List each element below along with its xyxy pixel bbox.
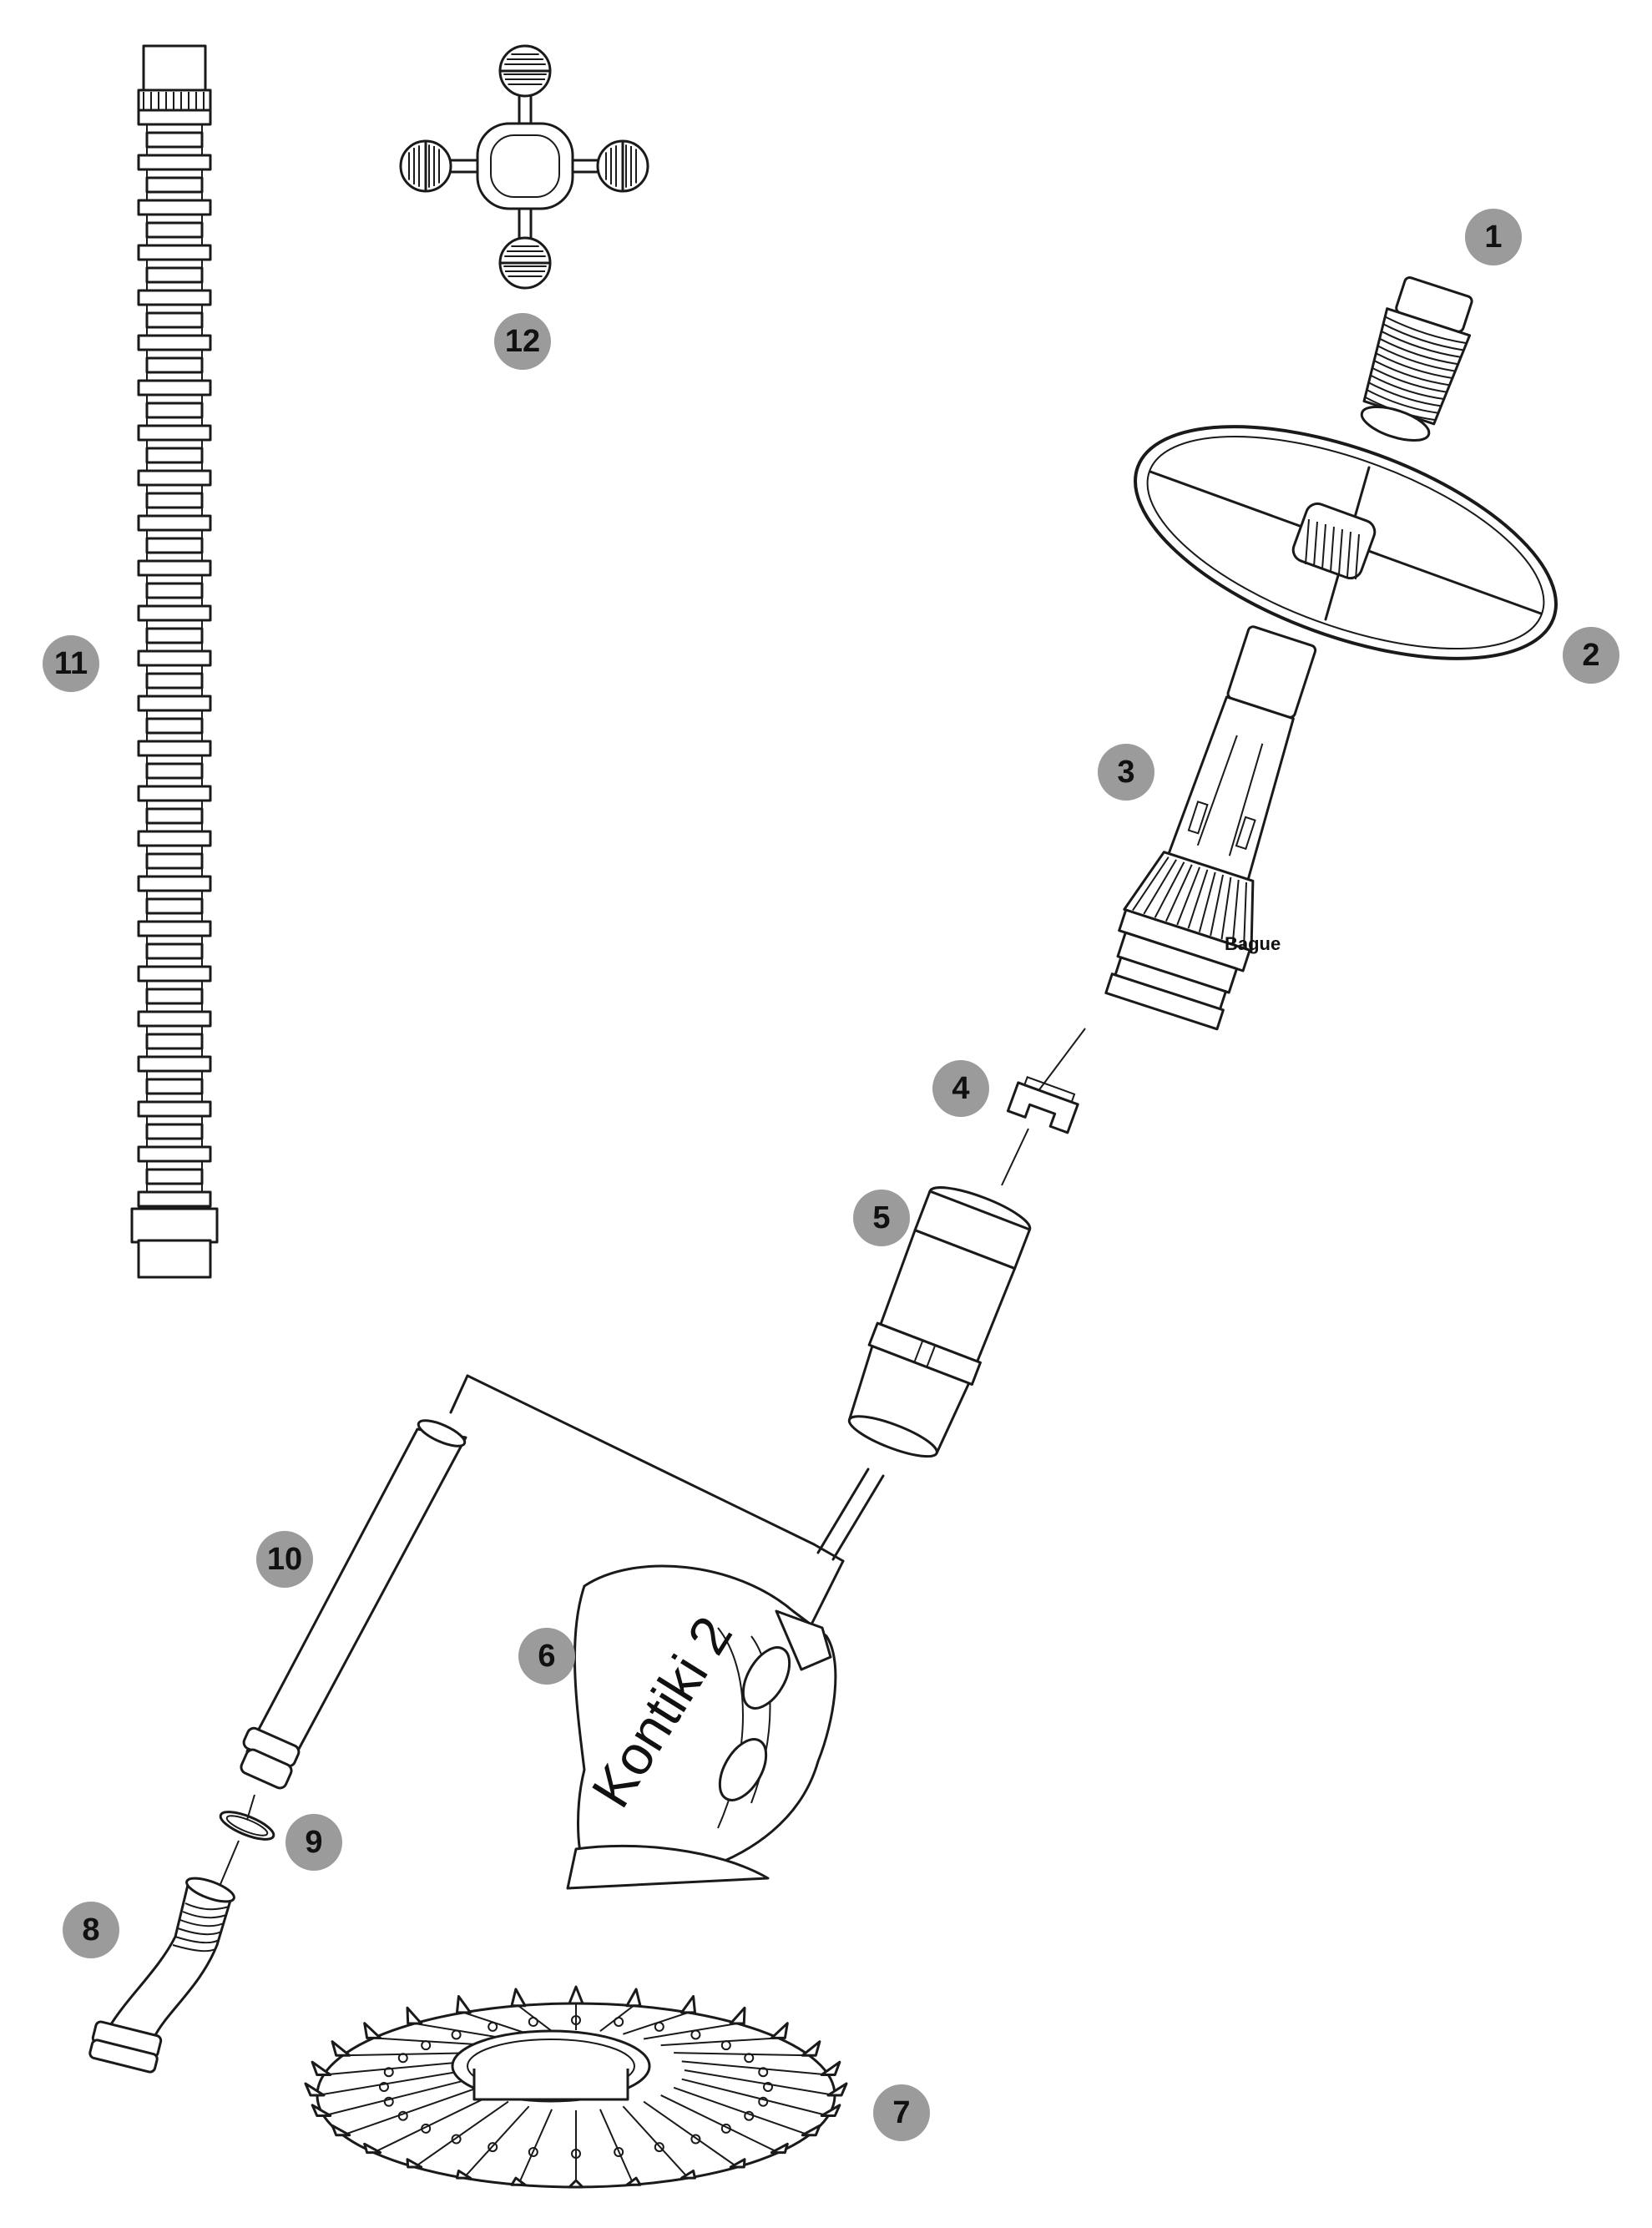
svg-text:9: 9: [305, 1825, 322, 1860]
part-12-cross-seal-drawing: [399, 44, 649, 290]
part-7-disc-drawing: [304, 1985, 848, 2189]
part-9-o-ring-drawing: [218, 1811, 275, 1889]
part-2-float-ring-drawing: [1134, 425, 1558, 660]
svg-text:5: 5: [872, 1200, 890, 1235]
part-8-elbow-drawing: [88, 1877, 235, 2074]
svg-text:7: 7: [892, 2095, 910, 2130]
badge-7: 7: [873, 2084, 930, 2141]
badge-4: 4: [932, 1060, 989, 1117]
badge-3: 3: [1098, 744, 1154, 801]
svg-text:12: 12: [505, 324, 540, 359]
badge-1: 1: [1465, 209, 1522, 265]
badge-8: 8: [63, 1902, 119, 1958]
badge-2: 2: [1563, 627, 1619, 684]
badge-10: 10: [256, 1531, 313, 1588]
part-4-clip-drawing: [1001, 1076, 1079, 1186]
part-11-hose-drawing: [130, 44, 219, 1279]
badge-12: 12: [494, 313, 551, 370]
svg-text:10: 10: [267, 1542, 302, 1577]
svg-text:3: 3: [1117, 755, 1134, 790]
part-6-body-drawing: Kontiki 2: [566, 1564, 837, 1890]
badge-5: 5: [853, 1190, 910, 1246]
svg-text:2: 2: [1582, 638, 1599, 673]
part-3-tube-drawing: [1034, 625, 1317, 1096]
svg-text:6: 6: [538, 1639, 555, 1674]
svg-text:4: 4: [952, 1071, 969, 1106]
part-5-sleeve-drawing: [816, 1186, 1032, 1561]
svg-text:11: 11: [54, 646, 88, 681]
badge-11: 11: [43, 635, 99, 692]
bague-label: Bague: [1225, 933, 1281, 954]
badge-6: 6: [518, 1628, 575, 1685]
part-1-connector-drawing: [1360, 275, 1473, 442]
svg-text:8: 8: [82, 1912, 99, 1948]
svg-text:1: 1: [1484, 220, 1502, 255]
part-10-pipe-drawing: [240, 1419, 467, 1821]
badge-9: 9: [285, 1814, 342, 1871]
